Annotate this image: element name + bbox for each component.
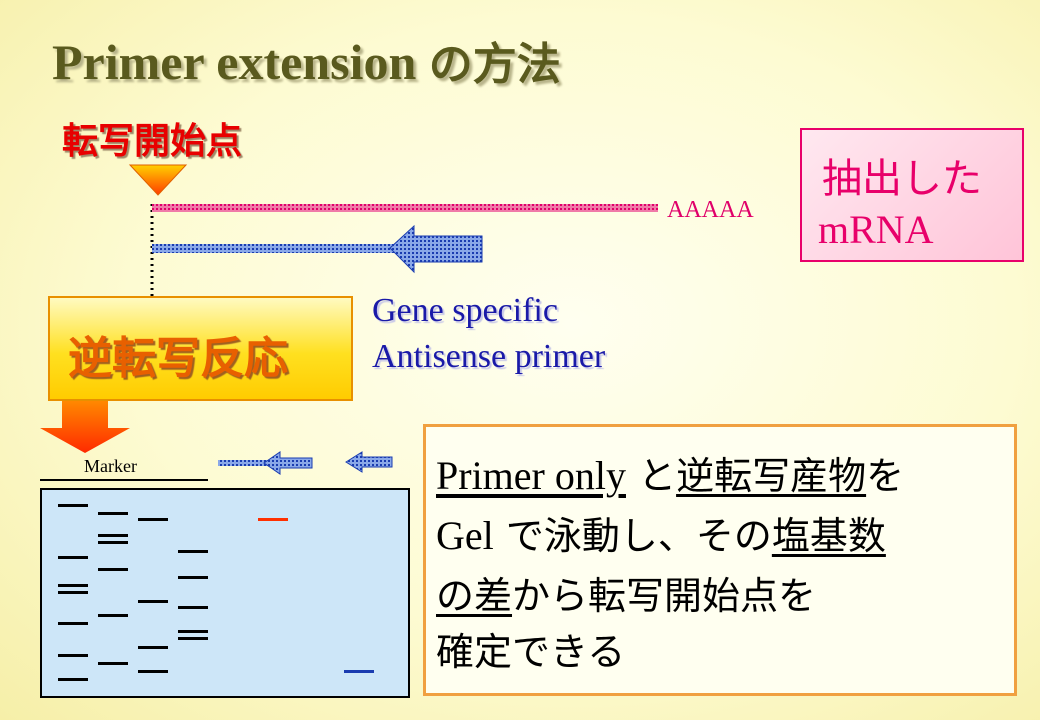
gel-band [98,512,128,515]
gel-band [58,504,88,507]
rt-lane-arrow [263,451,313,475]
explanation-line-3: の差から転写開始点を [436,574,817,618]
gel-band [178,637,208,640]
explanation-line-4: 確定できる [436,630,626,674]
gel-band [58,556,88,559]
down-arrow [40,400,130,453]
title-english: Primer extension [52,34,417,90]
transcription-start-site-label: 転写開始点 [62,121,243,162]
gel [40,488,410,698]
explanation-box: Primer only と逆転写産物を Gel で泳動し、その塩基数 の差から転… [423,424,1017,696]
gel-band [178,550,208,553]
gel-band [58,654,88,657]
gel-band [98,614,128,617]
gel-band [58,591,88,594]
extracted-mrna-label-line1: 抽出した [822,156,982,202]
mrna-strand [152,204,658,212]
marker-lane-label: Marker [84,456,137,476]
gel-band [98,541,128,544]
gel-band [98,568,128,571]
cdna-strand [152,244,402,253]
base-count-text: 塩基数 [771,514,886,558]
difference-text: の差 [436,574,513,618]
reverse-transcription-box: 逆転写反応 [48,296,353,401]
primer-lane-arrow [345,451,393,473]
title-japanese: の方法 [428,39,561,90]
gel-band [58,584,88,587]
gel-band [138,600,168,603]
rt-product-band [258,518,288,521]
rt-product-text: 逆転写産物 [676,454,867,498]
primer-label: Gene specific Antisense primer [372,288,605,380]
explanation-line-2: Gel で泳動し、その塩基数 [436,513,886,558]
extracted-mrna-box: 抽出した mRNA [800,128,1024,262]
gel-band [98,662,128,665]
primer-only-text: Primer only [436,453,626,498]
gel-band [138,670,168,673]
extracted-mrna-label-line2: mRNA [818,207,934,252]
gel-band [178,606,208,609]
gel-band [178,576,208,579]
slide-title: Primer extension の方法 [52,28,561,92]
reverse-transcription-label: 逆転写反応 [68,333,288,384]
primer-only-band [344,670,374,673]
gel-band [58,622,88,625]
primer-lane-strand [218,460,278,466]
explanation-line-1: Primer only と逆転写産物を [436,453,905,498]
primer-arrow [389,224,483,274]
primer-label-line2: Antisense primer [372,338,606,375]
poly-a-tail-label: AAAAA [667,197,754,223]
gel-band [58,678,88,681]
gel-band [138,518,168,521]
tss-marker-triangle [128,164,188,196]
gel-band [178,630,208,633]
gel-band [138,646,168,649]
gel-band [98,534,128,537]
primer-label-line1: Gene specific [372,292,558,329]
